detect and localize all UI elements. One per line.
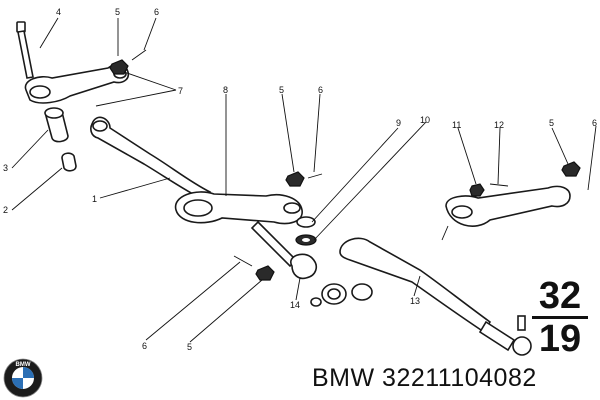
callout-3: 3 [3, 163, 8, 173]
part-6-cotter-pin-lower [233, 255, 253, 267]
part-10-washer [295, 234, 317, 246]
part-5-nut-right [561, 161, 581, 177]
callout-13: 13 [410, 296, 420, 306]
callout-9: 9 [396, 118, 401, 128]
callout-numbers: 4 5 6 7 8 5 6 3 2 1 9 10 11 12 5 6 14 13… [3, 7, 597, 352]
callout-2: 2 [3, 205, 8, 215]
part-2-small-bushing [61, 152, 77, 172]
part-11-nut [469, 183, 485, 197]
part-5-nut-middle [285, 171, 305, 187]
svg-text:BMW: BMW [16, 362, 31, 368]
callout-14: 14 [290, 300, 300, 310]
part-6-cotter-pin-middle [307, 173, 323, 179]
lower-link-rod [250, 220, 318, 280]
group-code-top: 32 [538, 275, 582, 317]
part-5-nut-lower [255, 265, 275, 281]
callout-6: 6 [318, 85, 323, 95]
pitman-arm [24, 63, 130, 104]
callout-5: 5 [187, 342, 192, 352]
part-14-dust-boot [310, 283, 373, 307]
part-12-cotter-pin [489, 183, 509, 187]
callout-8: 8 [223, 85, 228, 95]
callout-6: 6 [592, 118, 597, 128]
part-5-nut-top [109, 59, 129, 75]
group-code-bottom: 19 [538, 318, 582, 360]
group-code-divider [532, 316, 588, 319]
callout-1: 1 [92, 194, 97, 204]
callout-12: 12 [494, 120, 504, 130]
callout-7: 7 [178, 86, 183, 96]
bmw-roundel-icon: BMW [3, 358, 43, 398]
part-1-center-track-rod [90, 116, 212, 202]
group-code: 32 19 [528, 276, 592, 359]
part-6-cotter-pin-top [131, 49, 147, 61]
callout-4: 4 [56, 7, 61, 17]
callout-10: 10 [420, 115, 430, 125]
callout-6: 6 [154, 7, 159, 17]
callout-6: 6 [142, 341, 147, 351]
part-4-bolt [16, 21, 34, 79]
leader-lines [11, 17, 597, 343]
part-13-track-rod [339, 237, 532, 356]
part-8-idler-arm [174, 191, 303, 225]
part-9-washer [296, 216, 316, 228]
callout-11: 11 [452, 120, 461, 130]
steering-arm-right [441, 185, 571, 241]
callout-5: 5 [549, 118, 554, 128]
part-number-caption: BMW 32211104082 [312, 364, 537, 392]
callout-5: 5 [115, 7, 120, 17]
part-3-bushing [44, 107, 69, 143]
callout-5: 5 [279, 85, 284, 95]
